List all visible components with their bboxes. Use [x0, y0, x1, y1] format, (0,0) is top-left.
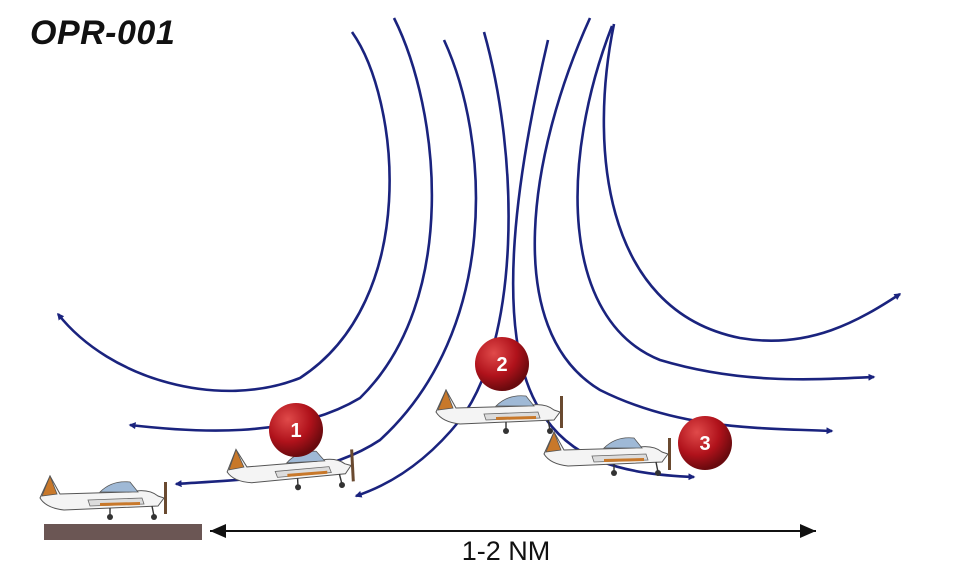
flow-line-right-2: [576, 25, 876, 381]
marker-1-label: 1: [290, 420, 301, 442]
runway: [44, 524, 202, 540]
diagram-title: OPR-001: [30, 14, 176, 52]
flow-line-right-3: [533, 17, 834, 435]
flow-line-left-1: [56, 31, 391, 393]
distance-label: 1-2 NM: [462, 536, 551, 566]
aircraft-on-runway: [39, 475, 168, 521]
marker-1: 1: [269, 403, 323, 457]
flow-line-right-1: [602, 23, 902, 343]
marker-2-label: 2: [496, 354, 507, 376]
flow-line-left-3: [174, 39, 478, 488]
flow-line-right-4: [511, 39, 696, 481]
marker-3-label: 3: [699, 433, 710, 455]
marker-3: 3: [678, 416, 732, 470]
flow-line-left-2: [128, 17, 434, 432]
marker-2: 2: [475, 337, 529, 391]
